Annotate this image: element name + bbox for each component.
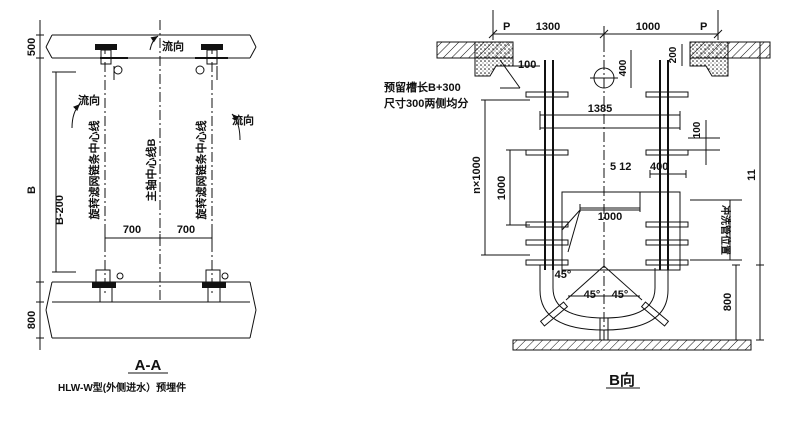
svg-text:100: 100: [692, 121, 703, 138]
angle-45-right: 45°: [612, 289, 629, 301]
anchor-bolts: [525, 91, 689, 266]
left-dim-b: n×1000 1000: [471, 99, 530, 256]
tank-body: 1000: [561, 191, 681, 271]
concrete-top-right: 200 400: [618, 41, 771, 88]
angle-45-bottom: 45°: [584, 289, 601, 301]
svg-text:400: 400: [650, 161, 668, 173]
view-b: 1300 1000 P P 100 200 400 预: [384, 10, 771, 389]
svg-text:预留槽长B+300: 预留槽长B+300: [384, 80, 461, 94]
svg-text:尺寸300两侧均分: 尺寸300两侧均分: [384, 96, 468, 110]
flow-arrow-left: 流向: [71, 93, 100, 129]
dim-1000-top: 1000: [636, 21, 660, 33]
dim-700-chain: 700 700: [104, 224, 213, 242]
svg-text:流向: 流向: [162, 39, 184, 53]
dim-800-left: 800: [26, 311, 38, 329]
embed-top-left: [95, 44, 128, 80]
dim-100-right: 100: [688, 120, 720, 165]
chain-centerline-right-label: 旋转滤网链条中心线: [194, 121, 208, 221]
svg-text:200: 200: [668, 46, 679, 63]
right-dim-total: 11 800: [722, 41, 764, 341]
top-dim-chain: 1300 1000 P P: [488, 10, 723, 42]
dim-1385: 1385: [539, 103, 681, 130]
u-bottom: 45° 45° 45°: [539, 265, 669, 331]
embed-bottom-left: [92, 269, 124, 302]
flush-pipe-note: 冲洗管位置: [690, 199, 742, 261]
svg-text:1000: 1000: [496, 176, 508, 200]
concrete-top-left: 100: [436, 41, 540, 77]
svg-text:1385: 1385: [588, 103, 612, 115]
dim-400-mid: 400: [649, 161, 687, 178]
section-a-a: 500 B 800 B-200: [26, 20, 257, 394]
left-dim-chain: 500 B 800 B-200: [26, 20, 76, 350]
angle-45-left: 45°: [555, 269, 572, 281]
section-title-b: B向: [609, 371, 635, 389]
dim-b: B: [26, 186, 38, 194]
svg-text:800: 800: [722, 293, 734, 311]
svg-text:700: 700: [123, 224, 141, 236]
bottom-slab: [45, 281, 257, 339]
svg-text:100: 100: [518, 59, 536, 71]
svg-text:流向: 流向: [232, 113, 254, 127]
svg-text:400: 400: [618, 59, 629, 76]
p-label-left: P: [503, 21, 510, 33]
svg-text:n×1000: n×1000: [471, 156, 483, 194]
dim-b-200: B-200: [54, 195, 66, 225]
p-label-right: P: [700, 21, 707, 33]
chain-centerline-left-label: 旋转滤网链条中心线: [87, 121, 101, 221]
dim-5-12: 5 12: [610, 161, 631, 173]
embed-bottom-right: [202, 269, 229, 302]
svg-text:冲洗管位置: 冲洗管位置: [719, 205, 732, 255]
svg-text:700: 700: [177, 224, 195, 236]
svg-text:1000: 1000: [598, 211, 622, 223]
drawing-subtitle: HLW-W型(外侧进水）预埋件: [58, 381, 186, 394]
dim-1300: 1300: [536, 21, 560, 33]
dim-500: 500: [26, 38, 38, 56]
svg-text:流向: 流向: [78, 93, 100, 107]
main-shaft-centerline-label: 主轴中心线B: [144, 138, 158, 201]
note-reserved-slot: 预留槽长B+300 尺寸300两侧均分: [384, 59, 521, 110]
embed-top-right: [195, 44, 228, 80]
ground: [512, 339, 752, 351]
svg-text:11: 11: [746, 169, 758, 181]
flow-arrow-right: 流向: [231, 113, 254, 141]
section-title-a-a: A-A: [135, 357, 162, 374]
flow-arrow-top: 流向: [149, 35, 184, 53]
